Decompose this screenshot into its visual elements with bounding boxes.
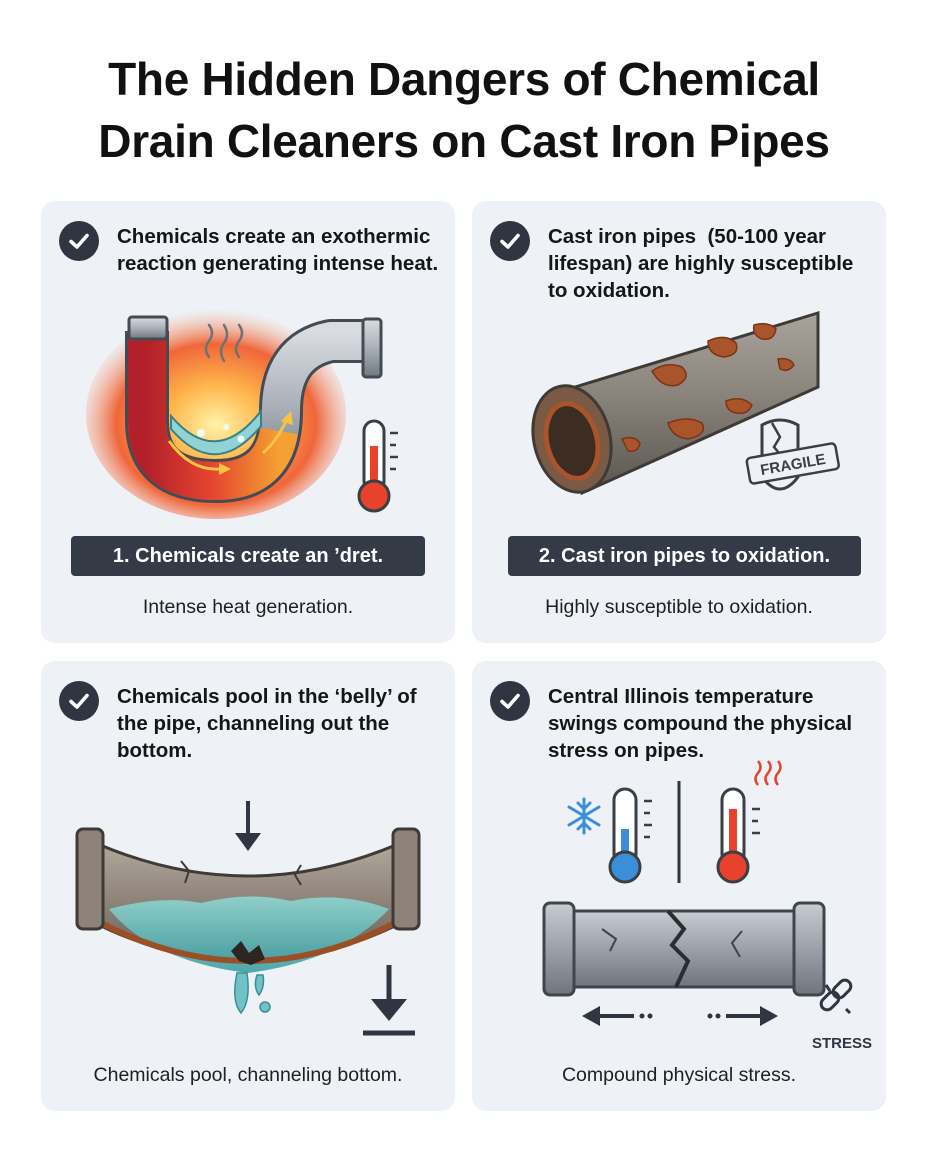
rusted-pipe-icon: FRAGILE [531, 310, 840, 496]
drip-icon [234, 972, 271, 1015]
card-caption: Compound physical stress. [561, 1064, 797, 1086]
label-bar: 1. Chemicals create an ’dret. [71, 536, 425, 576]
cracked-pipe-icon [542, 901, 826, 997]
card-heading: Cast iron pipes (50-100 year lifespan) a… [548, 225, 854, 302]
check-icon [490, 681, 530, 721]
down-arrow-to-line-icon [363, 965, 415, 1036]
card-caption: Highly susceptible to oxidation. [545, 596, 813, 618]
stress-badge-text: STRESS [812, 1035, 872, 1052]
temperature-stress-illustration: STRESS [542, 760, 872, 1052]
down-arrow-icon [235, 801, 261, 851]
card-belly: Chemicals pool in the ‘belly’ of the pip… [41, 661, 455, 1111]
left-arrow-icon [582, 1006, 653, 1026]
card-temperature: Central Illinois temperature swings comp… [472, 661, 886, 1111]
title-line-2: Drain Cleaners on Cast Iron Pipes [98, 115, 830, 167]
check-icon [490, 221, 530, 261]
thermometer-hot-icon [357, 419, 398, 513]
broken-link-icon [819, 978, 853, 1015]
sagging-pipe-icon [75, 801, 421, 1036]
fragile-shield-icon: FRAGILE [745, 418, 840, 491]
snowflake-icon [567, 797, 601, 835]
check-icon [59, 681, 99, 721]
title-line-1: The Hidden Dangers of Chemical [108, 53, 820, 105]
page-title: The Hidden Dangers of Chemical Drain Cle… [0, 48, 928, 172]
label-bar: 2. Cast iron pipes to oxidation. [508, 536, 861, 576]
card-caption: Intense heat generation. [142, 596, 354, 618]
thermometer-cold-icon [608, 787, 652, 884]
steam-icon [204, 323, 244, 363]
card-heading: Central Illinois temperature swings comp… [548, 685, 853, 762]
heated-p-trap-icon [86, 309, 398, 519]
card-heat: Chemicals create an exothermic reaction … [41, 201, 455, 643]
card-caption: Chemicals pool, channeling bottom. [93, 1064, 403, 1086]
card-heading: Chemicals pool in the ‘belly’ of the pip… [117, 685, 417, 762]
right-arrow-icon [707, 1006, 778, 1026]
thermometer-hot-icon [716, 760, 782, 884]
card-heading: Chemicals create an exothermic reaction … [117, 225, 439, 275]
card-oxidation: Cast iron pipes (50-100 year lifespan) a… [472, 201, 886, 643]
check-icon [59, 221, 99, 261]
